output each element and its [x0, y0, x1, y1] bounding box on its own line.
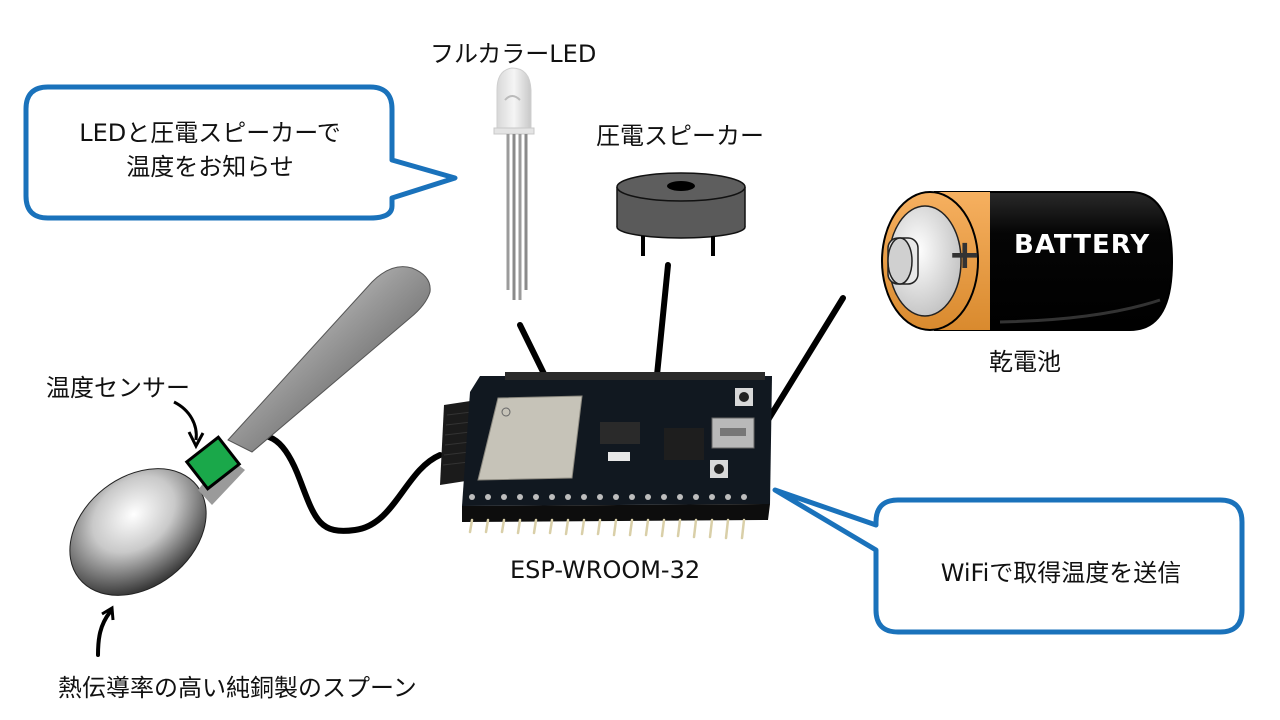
label-spoon: 熱伝導率の高い純銅製のスプーン: [58, 674, 417, 702]
callout-led-notice-line2: 温度をお知らせ: [126, 153, 294, 181]
wire-speaker: [654, 262, 671, 378]
label-temperature-sensor: 温度センサー: [46, 374, 190, 402]
label-esp-board: ESP-WROOM-32: [510, 556, 701, 584]
label-piezo-speaker: 圧電スピーカー: [596, 122, 764, 150]
label-full-color-led: フルカラーLED: [430, 40, 597, 68]
callout-wifi-send-text: WiFiで取得温度を送信: [940, 559, 1182, 587]
sensor-arrow: [173, 400, 205, 450]
wire-sensor: [242, 432, 443, 534]
wire-battery: [765, 295, 846, 423]
piezo-speaker-image: [616, 172, 746, 256]
battery-plus-symbol: +: [948, 232, 982, 278]
callout-led-notice-line1: LEDと圧電スピーカーで: [79, 119, 341, 147]
battery-brand-text: BATTERY: [1014, 230, 1151, 260]
spoon-arrow: [96, 605, 115, 657]
esp32-board-image: [440, 372, 772, 540]
callout-led-notice: [23, 84, 458, 221]
callout-led-notice-text: LEDと圧電スピーカーで 温度をお知らせ: [40, 116, 380, 184]
copper-spoon-image: [69, 266, 431, 596]
battery-image: [881, 191, 1174, 331]
temperature-sensor-block: [184, 435, 242, 491]
label-dry-battery: 乾電池: [989, 348, 1061, 376]
callout-wifi-send: [772, 487, 1245, 635]
full-color-led-image: [493, 67, 535, 300]
